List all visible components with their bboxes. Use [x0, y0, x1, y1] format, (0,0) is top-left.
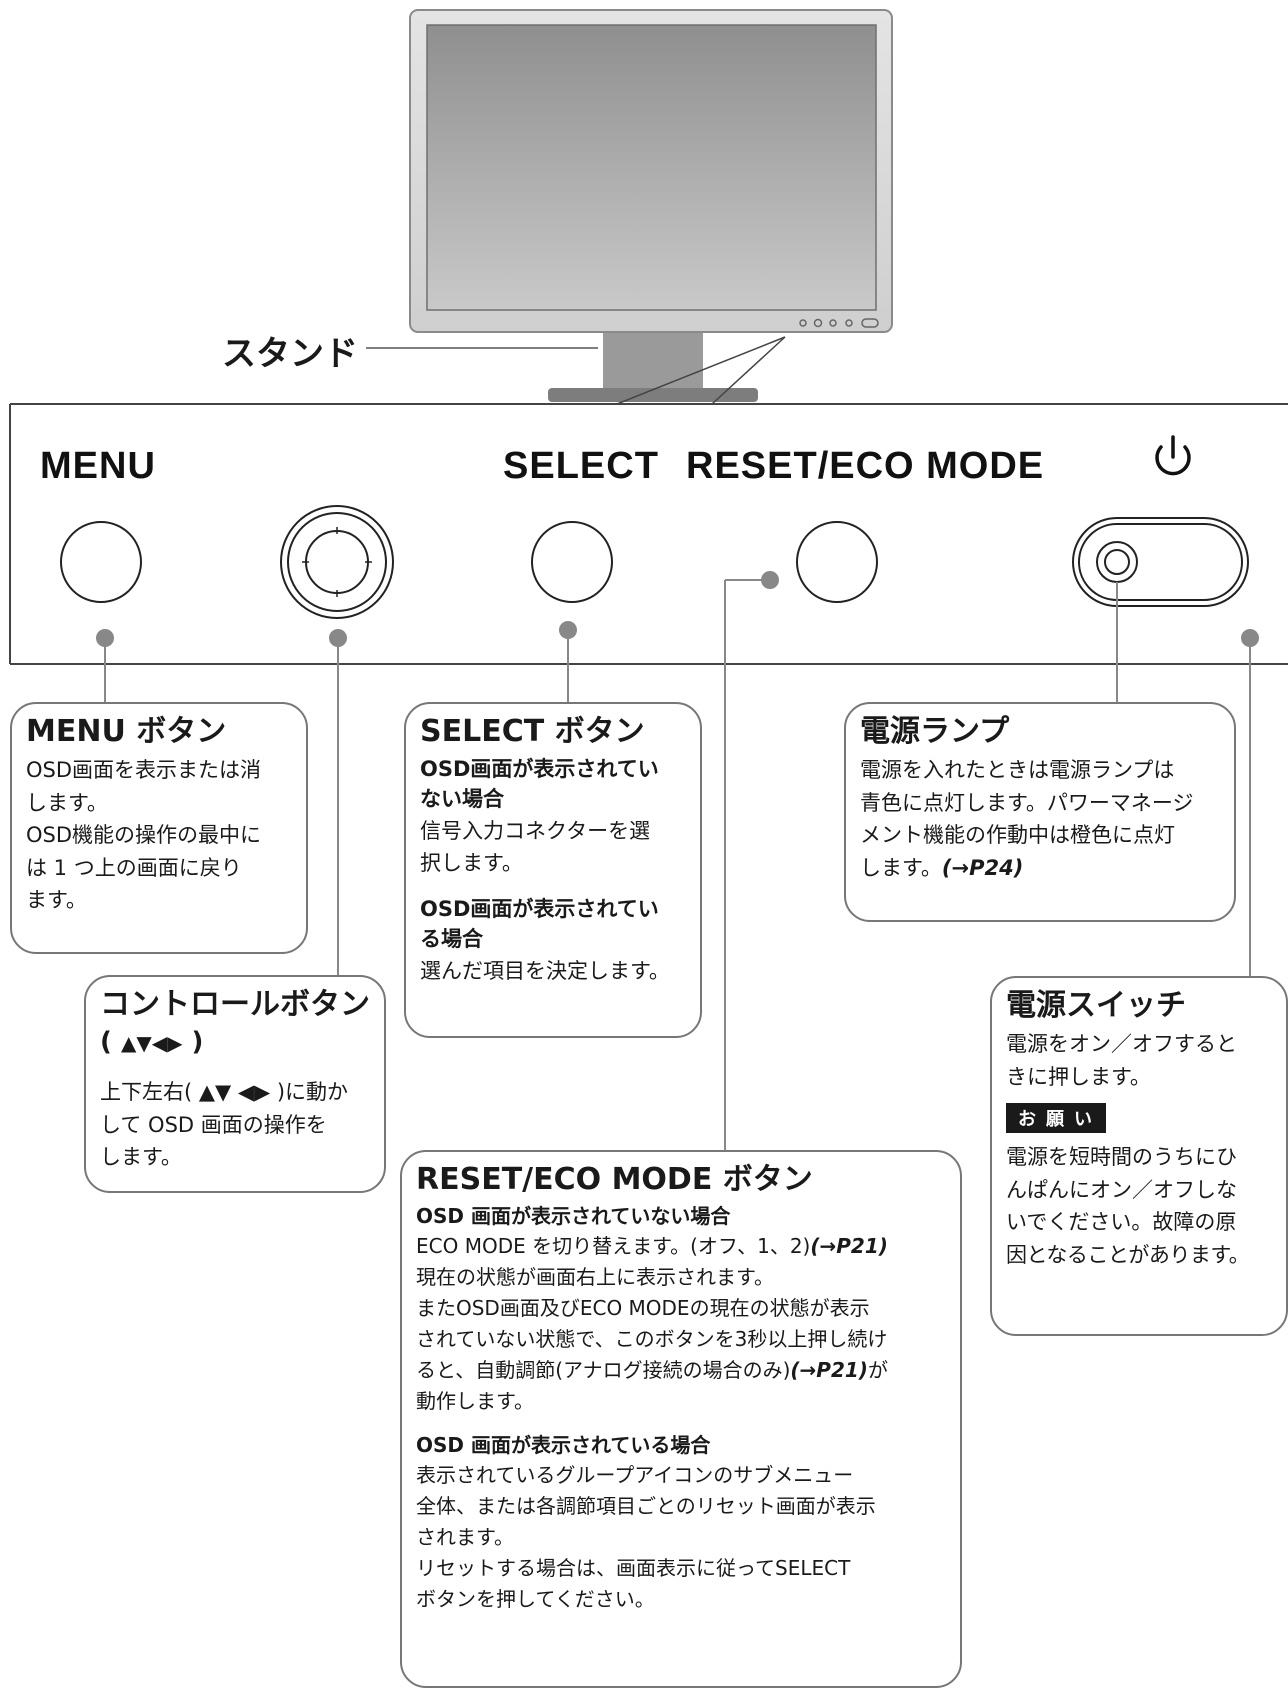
control-stick-button[interactable] — [280, 505, 394, 619]
power-switch-title: 電源スイッチ — [1006, 988, 1186, 1023]
control-line-2: して OSD 画面の操作を — [100, 1112, 327, 1137]
reset-line-1: ECO MODE を切り替えます。(オフ、1、2)(→P21) — [416, 1234, 888, 1258]
switch-note-4: 因となることがあります。 — [1006, 1242, 1250, 1267]
reset-line-8: 全体、または各調節項目ごとのリセット画面が表示 — [416, 1494, 876, 1518]
lamp-line-3: メント機能の作動中は橙色に点灯 — [860, 823, 1175, 848]
power-lamp-title: 電源ランプ — [860, 714, 1010, 749]
menu-callout-title: MENU ボタン — [26, 714, 227, 749]
select-text1-line2: 択します。 — [420, 851, 523, 876]
switch-note-3: いでください。故障の原 — [1006, 1210, 1237, 1235]
reset-line-5: ると、自動調節(アナログ接続の場合のみ)(→P21)が — [416, 1358, 888, 1382]
reset-line-2: 現在の状態が画面右上に表示されます。 — [416, 1265, 774, 1289]
control-panel — [9, 403, 1288, 665]
control-callout-title-arrows: ( ▲▼◀▶ ) — [100, 1027, 204, 1057]
select-text2: 選んだ項目を決定します。 — [420, 958, 670, 983]
power-lamp — [1096, 541, 1138, 583]
lamp-line-1: 電源を入れたときは電源ランプは — [860, 758, 1175, 782]
leader-lines — [96, 571, 1259, 1150]
power-switch[interactable] — [1072, 517, 1249, 607]
reset-line-4: されていない状態で、このボタンを3秒以上押し続け — [416, 1327, 888, 1351]
reset-eco-callout: RESET/ECO MODE ボタン OSD 画面が表示されていない場合 ECO… — [400, 1150, 962, 1688]
menu-label: MENU — [40, 445, 156, 487]
page-ref-p21-auto: (→P21) — [790, 1358, 868, 1382]
select-sub2-line2: る場合 — [420, 927, 483, 952]
switch-note-2: んぱんにオン／オフしな — [1006, 1177, 1237, 1202]
control-callout-title: コントロールボタン — [100, 987, 370, 1022]
zoom-line-left — [616, 336, 786, 405]
select-text1-line1: 信号入力コネクターを選 — [420, 818, 651, 843]
menu-line-2: します。 — [26, 790, 108, 815]
select-label: SELECT — [503, 445, 659, 487]
power-icon — [1155, 435, 1191, 476]
menu-line-4: は 1 つ上の画面に戻り — [26, 855, 242, 880]
reset-line-11: ボタンを押してください。 — [416, 1587, 655, 1611]
power-switch-callout: 電源スイッチ 電源をオン／オフすると きに押します。 お願い 電源を短時間のうち… — [990, 976, 1288, 1336]
select-button[interactable] — [531, 521, 613, 603]
reset-line-10: リセットする場合は、画面表示に従ってSELECT — [416, 1556, 851, 1580]
zoom-line-right — [711, 336, 786, 405]
power-lamp-callout: 電源ランプ 電源を入れたときは電源ランプは 青色に点灯します。パワーマネージ メ… — [844, 702, 1236, 922]
monitor-bezel-buttons — [799, 318, 879, 328]
page-ref-p21: (→P21) — [810, 1234, 888, 1258]
lamp-line-4: します。(→P24) — [860, 855, 1024, 880]
reset-line-9: されます。 — [416, 1525, 514, 1549]
menu-line-1: OSD画面を表示または消 — [26, 758, 262, 782]
control-line-1: 上下左右( ▲▼ ◀▶ )に動か — [100, 1080, 349, 1105]
control-line-3: します。 — [100, 1145, 182, 1170]
select-callout-title: SELECT ボタン — [420, 714, 645, 749]
reset-line-3: またOSD画面及びECO MODEの現在の状態が表示 — [416, 1296, 870, 1320]
monitor-stand — [548, 330, 758, 402]
select-callout: SELECT ボタン OSD画面が表示されてい ない場合 信号入力コネクターを選… — [404, 702, 702, 1038]
reset-line-7: 表示されているグループアイコンのサブメニュー — [416, 1463, 854, 1487]
stand-label: スタンド — [222, 334, 358, 374]
select-sub1-line2: ない場合 — [420, 787, 504, 812]
reset-sub1: OSD 画面が表示されていない場合 — [416, 1204, 731, 1228]
menu-line-3: OSD機能の操作の最中に — [26, 823, 262, 848]
menu-line-5: ます。 — [26, 888, 87, 913]
menu-button[interactable] — [60, 521, 142, 603]
control-callout: コントロールボタン ( ▲▼◀▶ ) 上下左右( ▲▼ ◀▶ )に動か して O… — [84, 975, 386, 1193]
lamp-line-2: 青色に点灯します。パワーマネージ — [860, 790, 1194, 815]
request-note-badge: お願い — [1006, 1103, 1106, 1134]
switch-line-2: きに押します。 — [1006, 1064, 1151, 1089]
arrow-keys-icon: ▲▼◀▶ — [120, 1031, 183, 1055]
reset-eco-label: RESET/ECO MODE — [686, 445, 1045, 487]
reset-sub2: OSD 画面が表示されている場合 — [416, 1433, 711, 1457]
page-ref-p24: (→P24) — [941, 855, 1024, 880]
reset-eco-title: RESET/ECO MODE ボタン — [416, 1162, 813, 1197]
reset-eco-button[interactable] — [796, 521, 878, 603]
switch-line-1: 電源をオン／オフすると — [1006, 1032, 1237, 1056]
menu-callout: MENU ボタン OSD画面を表示または消 します。 OSD機能の操作の最中に … — [10, 702, 308, 954]
monitor-illustration — [409, 9, 893, 333]
select-sub1-line1: OSD画面が表示されてい — [420, 757, 659, 781]
reset-line-6: 動作します。 — [416, 1389, 534, 1413]
switch-note-1: 電源を短時間のうちにひ — [1006, 1145, 1237, 1170]
select-sub2-line1: OSD画面が表示されてい — [420, 896, 659, 921]
